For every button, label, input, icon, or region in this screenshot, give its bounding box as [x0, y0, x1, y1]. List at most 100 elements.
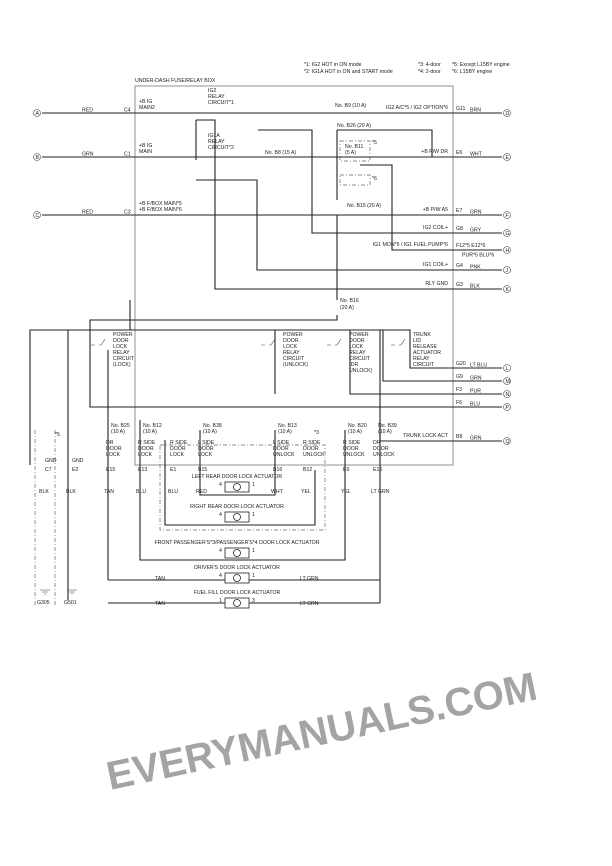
wire-color: GRN — [470, 210, 482, 216]
fuse-b9: No. B9 (10 A) — [335, 103, 366, 109]
relay-switch-icon — [261, 338, 276, 346]
wire-color: PNK — [470, 265, 481, 271]
pin-number: 1 — [252, 512, 255, 518]
footnote: *2: IG1A HOT in ON and START mode — [304, 69, 393, 75]
terminal-label: DOOR — [273, 446, 289, 452]
wire-color: PUR*5 BLU*6 — [462, 253, 494, 259]
terminal-label: L SIDE — [198, 440, 215, 446]
wire-color: GRY — [470, 228, 482, 234]
ig1a-relay: IG1A RELAY CIRCUIT*2 — [208, 133, 234, 151]
pin-number: 1 — [252, 482, 255, 488]
note-5: *5 — [55, 432, 60, 438]
terminal-label: +B F/BOX MAIN*6 — [139, 207, 182, 213]
fuse-b8: No. B8 (15 A) — [265, 150, 296, 156]
motor-icon — [233, 599, 241, 607]
fuse-number: No. B13 — [278, 423, 297, 429]
connector-id: E — [506, 155, 510, 161]
pin-number: 4 — [219, 512, 222, 518]
terminal-label: +B IG — [139, 143, 152, 149]
ground-icon — [67, 589, 77, 595]
wire-color: GRN — [470, 436, 482, 442]
relay-label: RELAY — [283, 350, 300, 356]
connector-id: N — [506, 392, 510, 398]
watermark: EVERYMANUALS.COM — [103, 665, 541, 799]
pin-number: 4 — [219, 548, 222, 554]
terminal-label: TRUNK LOCK ACT — [403, 433, 449, 439]
motor-icon — [233, 549, 241, 557]
relay-label: TRUNK — [413, 332, 431, 338]
terminal-label: UNLOCK — [273, 452, 295, 458]
terminal-label: R SIDE — [303, 440, 321, 446]
ground-label: GND — [72, 458, 84, 464]
ground-label: GND — [45, 458, 57, 464]
fuse-amp: (10 A) — [203, 429, 217, 435]
connector-circle — [503, 153, 511, 161]
terminal-label: L SIDE — [273, 440, 290, 446]
terminal-label: LOCK — [198, 452, 213, 458]
wire-color: LT GRN — [371, 489, 390, 495]
terminal-label: MAIN — [139, 149, 152, 155]
fuse-option-box — [339, 140, 371, 162]
wire-color: WHT — [271, 489, 284, 495]
relay-label: RELEASE — [413, 344, 437, 350]
terminal-label: UNLOCK — [343, 452, 365, 458]
fuse-b26: No. B26 (20 A) — [337, 123, 371, 129]
connector-pin: C4 — [124, 108, 131, 114]
connector-id: M — [506, 379, 510, 385]
wire-color: WHT — [470, 152, 483, 158]
terminal-label: R SIDE — [170, 440, 188, 446]
terminal-label: DOOR — [343, 446, 359, 452]
actuator-label: FUEL FILL DOOR LOCK ACTUATOR — [194, 590, 281, 596]
wire-color: RED — [82, 210, 93, 216]
relay-label: POWER — [283, 332, 303, 338]
connector-id: J — [506, 268, 509, 274]
terminal-label: IG1 MON*5 / IG1 FUEL PUMP*6 — [373, 242, 448, 248]
relay-label: UNLOCK) — [349, 368, 373, 374]
wire-color: BRN — [470, 108, 481, 114]
wire-color: TAN — [104, 489, 114, 495]
terminal-label: LOCK — [170, 452, 185, 458]
motor-icon — [233, 574, 241, 582]
wire-color: TAN — [155, 601, 165, 607]
wire-color: BLK — [66, 489, 76, 495]
wire-color: BLK — [470, 284, 480, 290]
note-5: *5 — [372, 140, 377, 146]
connector-pin: E9 — [343, 467, 349, 473]
terminal-label: IG2 COIL+ — [423, 225, 448, 231]
relay-label: POWER — [113, 332, 133, 338]
terminal-label: RLY GND — [425, 281, 448, 287]
wire-color: LT GRN — [300, 601, 319, 607]
connector-pin: C7 — [45, 467, 52, 473]
fuse-amp: (10 A) — [143, 429, 157, 435]
terminal-label: R SIDE — [138, 440, 156, 446]
connector-pin: B12 — [303, 467, 312, 473]
connector-circle — [503, 364, 511, 372]
connector-pin: G8 — [456, 226, 463, 232]
fuse-box-title: UNDER-DASH FUSE/RELAY BOX — [135, 78, 216, 84]
connector-pin: G20 — [456, 361, 466, 367]
connector-pin: G9 — [456, 374, 463, 380]
wire-color: PUR — [470, 389, 481, 395]
fuse-number: No. B25 — [111, 423, 130, 429]
connector-pin: E13 — [138, 467, 147, 473]
connector-pin: E7 — [456, 208, 462, 214]
terminal-label: LOCK — [106, 452, 121, 458]
connector-pin: F6 — [456, 400, 462, 406]
connector-id: P — [506, 405, 510, 411]
terminal-label: DOOR — [138, 446, 154, 452]
relay-label: LOCK — [113, 344, 128, 350]
fuse-relay-box — [134, 85, 454, 466]
wire-color: BLU — [168, 489, 178, 495]
wire-color: RED — [196, 489, 207, 495]
relay-label: CIRCUIT — [283, 356, 305, 362]
terminal-label: DOOR — [106, 446, 122, 452]
connector-pin: E15 — [106, 467, 115, 473]
connector-pin: G3 — [456, 282, 463, 288]
terminal-label: +B F/BOX MAIN*5 — [139, 201, 182, 207]
relay-label: (DR — [349, 362, 358, 368]
connector-pin: B15 — [198, 467, 207, 473]
relay-label: LOCK — [349, 344, 364, 350]
